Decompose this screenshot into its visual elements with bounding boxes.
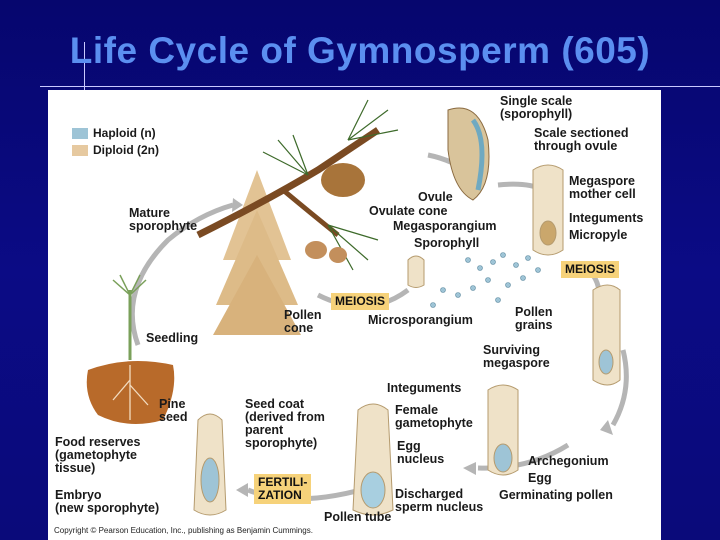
tag-fertilization: FERTILI- ZATION	[254, 474, 311, 504]
legend-diploid-swatch	[72, 145, 88, 156]
pollen-grains-dots	[431, 253, 541, 308]
label-single-scale: Single scale (sporophyll)	[500, 95, 572, 121]
label-discharged-sperm: Discharged sperm nucleus	[395, 488, 483, 514]
ovulate-cone-shape	[321, 163, 365, 197]
label-food-reserves: Food reserves (gametophyte tissue)	[55, 436, 140, 475]
label-sporophyll: Sporophyll	[414, 237, 479, 250]
label-integuments-mid: Integuments	[387, 382, 461, 395]
legend-diploid-label: Diploid (2n)	[93, 144, 159, 157]
label-archegonium: Archegonium	[528, 455, 609, 468]
label-ovule: Ovule	[418, 191, 453, 204]
label-seed-coat: Seed coat (derived from parent sporophyt…	[245, 398, 325, 450]
tag-meiosis-left: MEIOSIS	[331, 293, 389, 310]
label-micropyle: Micropyle	[569, 229, 627, 242]
label-egg: Egg	[528, 472, 552, 485]
label-microsporangium: Microsporangium	[368, 314, 473, 327]
label-embryo: Embryo (new sporophyte)	[55, 489, 159, 515]
label-ovulate-cone: Ovulate cone	[369, 205, 448, 218]
legend-haploid-label: Haploid (n)	[93, 127, 156, 140]
label-germinating-pollen: Germinating pollen	[499, 489, 613, 502]
life-cycle-diagram: Haploid (n) Diploid (2n) Single scale (s…	[48, 90, 661, 540]
label-megaspore-mother-cell: Megaspore mother cell	[569, 175, 636, 201]
label-surviving-megaspore: Surviving megaspore	[483, 344, 550, 370]
label-megasporangium: Megasporangium	[393, 220, 497, 233]
label-mature-sporophyte: Mature sporophyte	[129, 207, 197, 233]
legend-haploid-swatch	[72, 128, 88, 139]
label-female-gametophyte: Female gametophyte	[395, 404, 473, 430]
label-integuments-top: Integuments	[569, 212, 643, 225]
label-pine-seed: Pine seed	[159, 398, 188, 424]
copyright-notice: Copyright © Pearson Education, Inc., pub…	[54, 526, 313, 535]
label-seedling: Seedling	[146, 332, 198, 345]
label-egg-nucleus: Egg nucleus	[397, 440, 444, 466]
label-pollen-grains: Pollen grains	[515, 306, 553, 332]
pine-branch	[198, 100, 398, 270]
decorative-horizontal-rule	[40, 86, 720, 87]
label-pollen-cone: Pollen cone	[284, 309, 322, 335]
label-pollen-tube: Pollen tube	[324, 511, 391, 524]
label-scale-sectioned: Scale sectioned through ovule	[534, 127, 629, 153]
slide-title: Life Cycle of Gymnosperm (605)	[0, 30, 720, 72]
single-scale-drawing	[448, 108, 489, 200]
tag-meiosis-right: MEIOSIS	[561, 261, 619, 278]
